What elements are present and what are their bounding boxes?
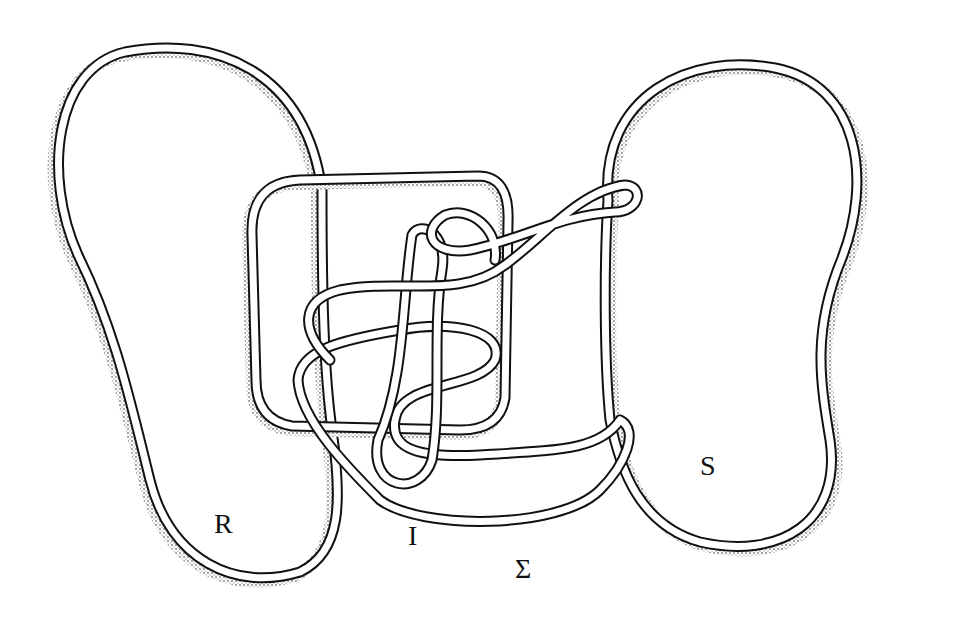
band-label: Σ bbox=[515, 555, 531, 583]
s-band bbox=[605, 65, 862, 551]
band-label: S bbox=[700, 452, 716, 480]
i-band bbox=[377, 229, 443, 484]
upper-band bbox=[309, 185, 638, 360]
band-label: R bbox=[214, 510, 233, 538]
r-band bbox=[54, 48, 338, 582]
band-label: I bbox=[408, 522, 417, 550]
sigma-band bbox=[298, 326, 629, 521]
